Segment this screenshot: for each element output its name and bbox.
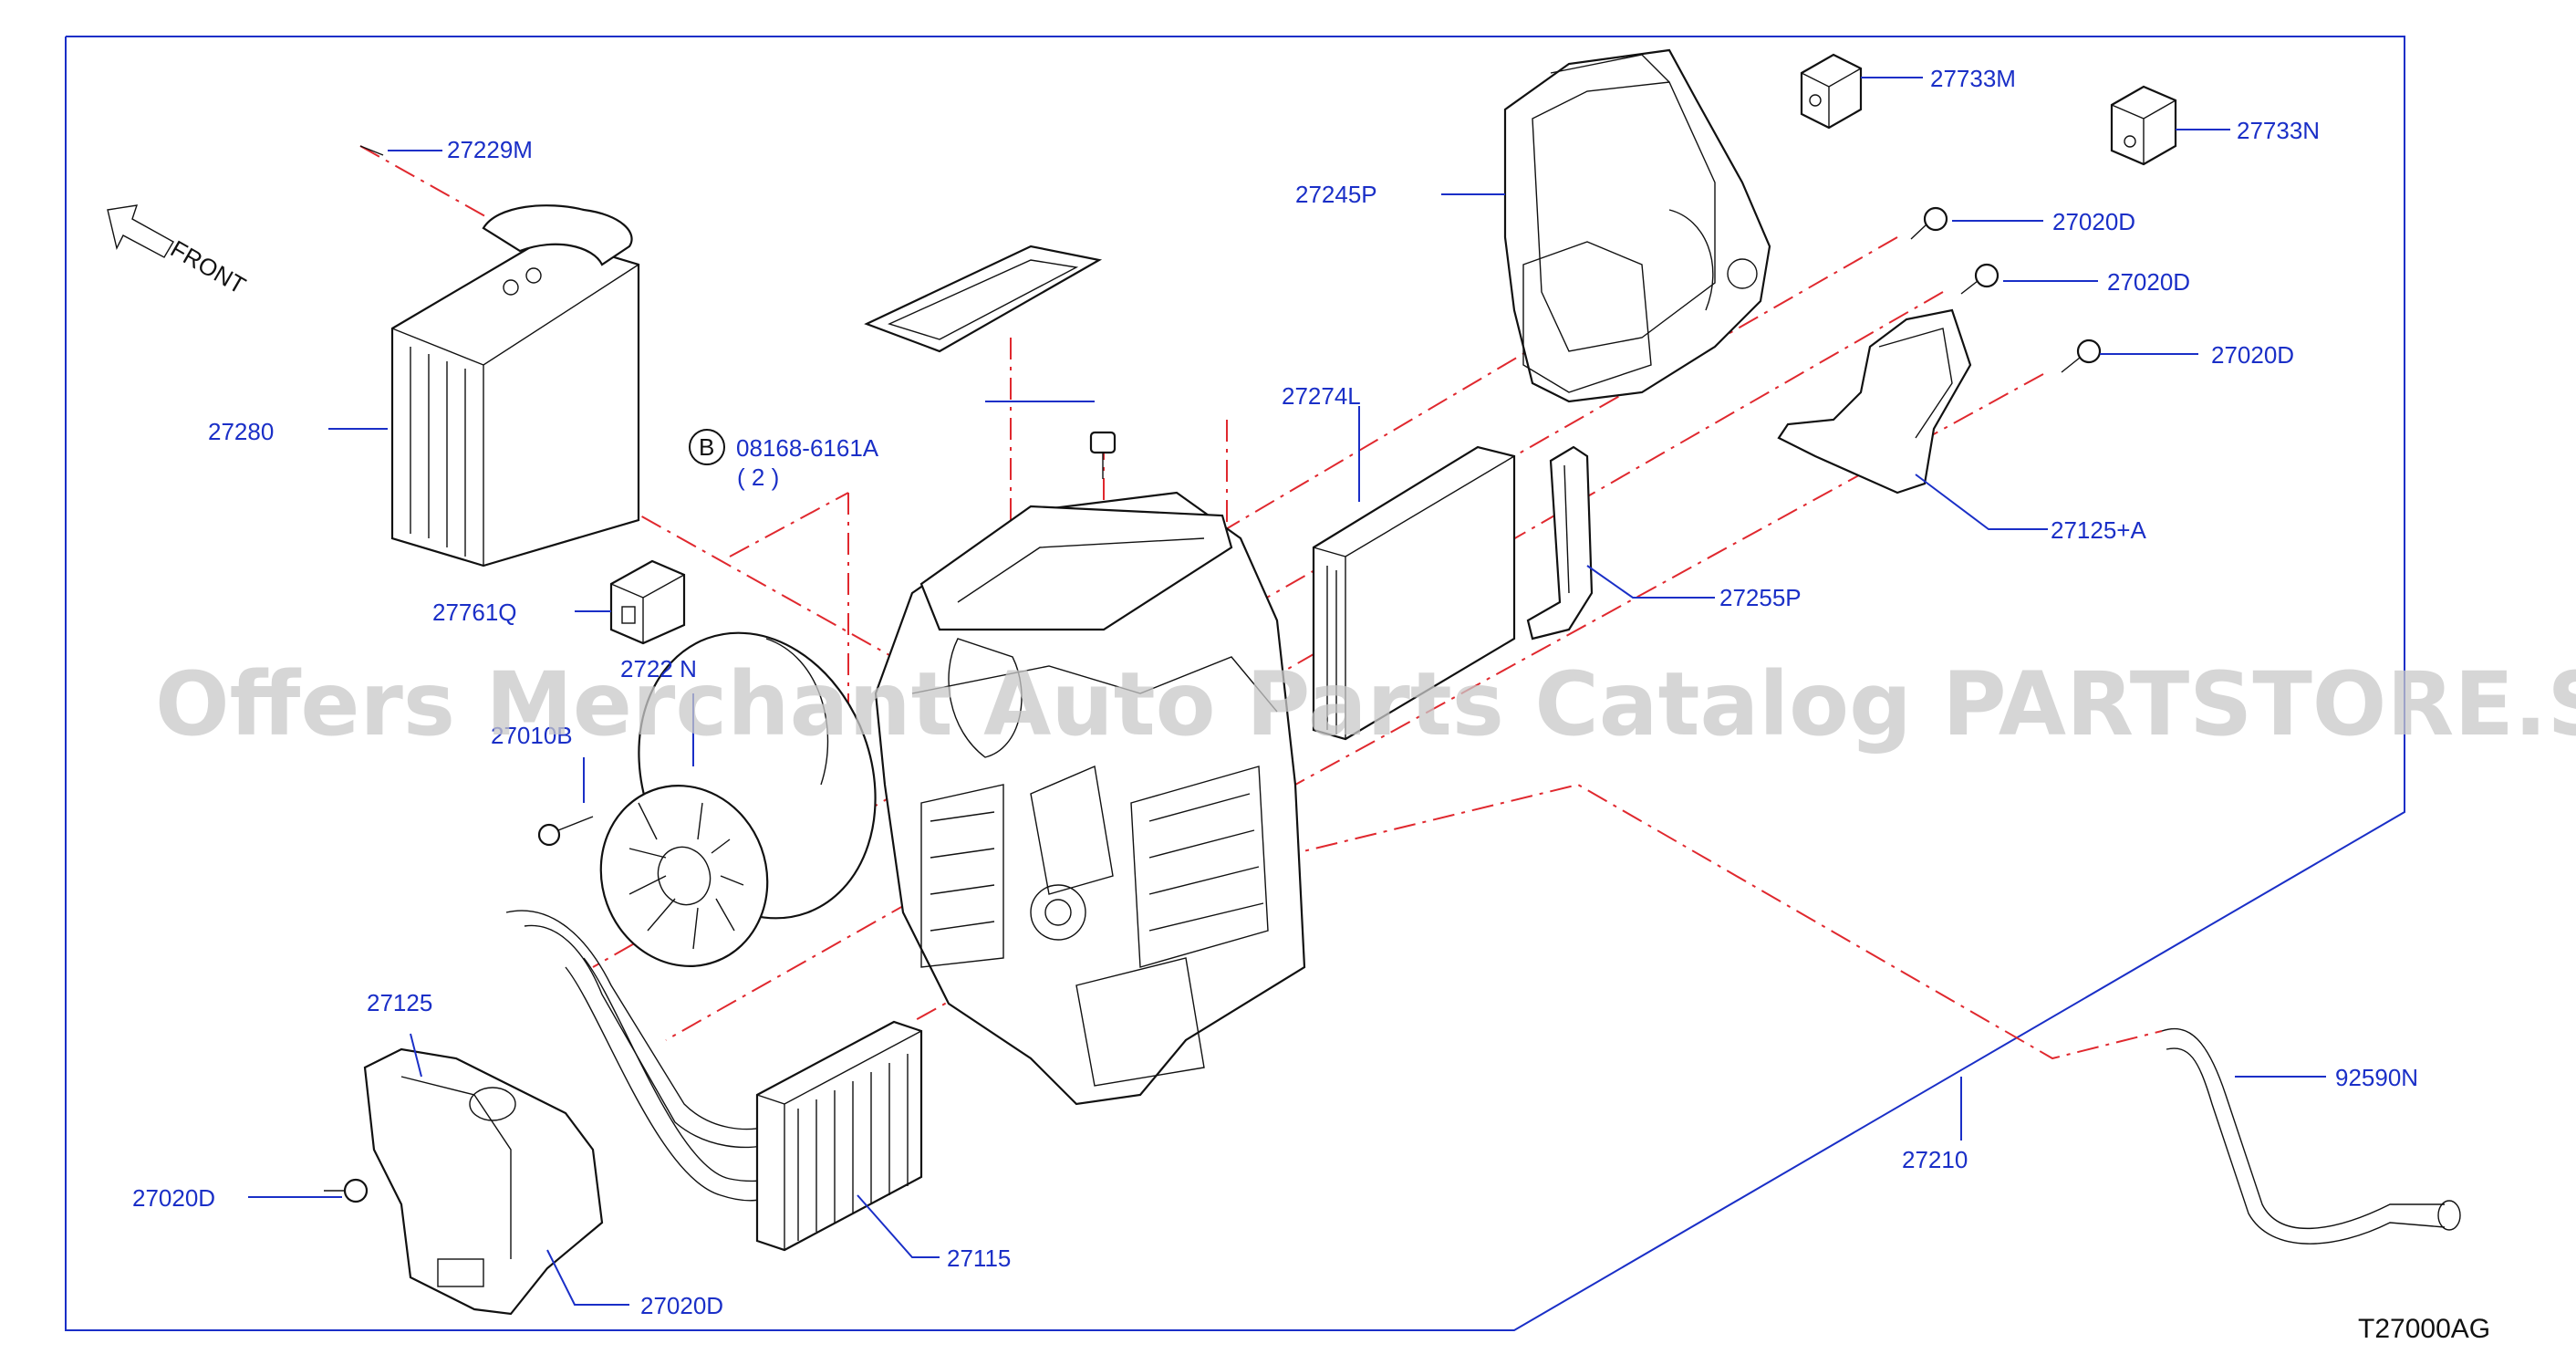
screw-27020D-3[interactable]: [2061, 338, 2102, 373]
label-27245P[interactable]: 27245P: [1295, 181, 1377, 208]
label-27125A[interactable]: 27125+A: [2051, 516, 2146, 544]
label-27229M[interactable]: 27229M: [447, 136, 533, 163]
label-27210[interactable]: 27210: [1902, 1146, 1968, 1173]
evaporator-27280[interactable]: [359, 145, 640, 568]
label-27115[interactable]: 27115: [947, 1245, 1011, 1272]
label-27255P[interactable]: 27255P: [1719, 584, 1802, 611]
air-filter-27274L[interactable]: [1312, 445, 1516, 741]
label-2722N[interactable]: 2722 N: [620, 655, 697, 682]
label-08168-6161A[interactable]: 08168-6161A: [736, 434, 879, 462]
label-27010B[interactable]: 27010B: [491, 722, 573, 749]
heater-core-27115[interactable]: [755, 1020, 923, 1252]
screw-27020D-4[interactable]: [324, 1178, 369, 1203]
label-27020D-5[interactable]: 27020D: [640, 1292, 723, 1319]
label-27280[interactable]: 27280: [208, 418, 274, 445]
actuator-27733M[interactable]: [1800, 53, 1863, 130]
drain-hose-92590N[interactable]: [2161, 1027, 2461, 1245]
front-arrow-icon: FRONT: [107, 204, 251, 299]
filter-cover[interactable]: [864, 245, 1103, 353]
label-27733N[interactable]: 27733N: [2237, 117, 2320, 144]
label-27761Q[interactable]: 27761Q: [432, 599, 517, 626]
label-27020D-4[interactable]: 27020D: [132, 1184, 215, 1212]
intake-unit-27245P[interactable]: [1503, 48, 1771, 403]
label-27733M[interactable]: 27733M: [1930, 65, 2016, 92]
label-27125[interactable]: 27125: [367, 989, 432, 1016]
diagram-code: T27000AG: [2358, 1314, 2490, 1344]
leader-lines: [248, 77, 2326, 1306]
front-label: FRONT: [166, 234, 251, 299]
label-quantity: ( 2 ): [737, 463, 779, 491]
label-92590N[interactable]: 92590N: [2335, 1064, 2418, 1091]
blower-motor[interactable]: [576, 599, 914, 990]
duct-27125A[interactable]: [1777, 308, 1972, 495]
resistor-27761Q[interactable]: [609, 559, 686, 645]
cover-27255P[interactable]: [1526, 445, 1594, 641]
callout-circle-b: [689, 429, 725, 465]
screw-27020D-1[interactable]: [1910, 206, 1948, 240]
screw-27010B[interactable]: [537, 816, 594, 847]
watermark-text: Offers Merchant Auto Parts Catalog PARTS…: [155, 653, 2576, 755]
callout-b-letter: B: [699, 433, 714, 461]
heater-pipes[interactable]: [505, 910, 772, 1202]
label-27274L[interactable]: 27274L: [1282, 382, 1361, 410]
label-27020D-2[interactable]: 27020D: [2107, 268, 2190, 296]
diagram-frame: [65, 36, 2405, 1331]
label-27020D-3[interactable]: 27020D: [2211, 341, 2294, 369]
bolt-08168[interactable]: [1089, 431, 1117, 479]
duct-27125[interactable]: [363, 1047, 604, 1316]
label-27020D-1[interactable]: 27020D: [2052, 208, 2135, 235]
screw-27020D-2[interactable]: [1960, 263, 2000, 295]
heater-unit-27210[interactable]: [874, 491, 1306, 1106]
actuator-27733N[interactable]: [2110, 85, 2177, 166]
part-labels: 27229M 27280 08168-6161A ( 2 ) 27761Q 27…: [132, 65, 2418, 1319]
